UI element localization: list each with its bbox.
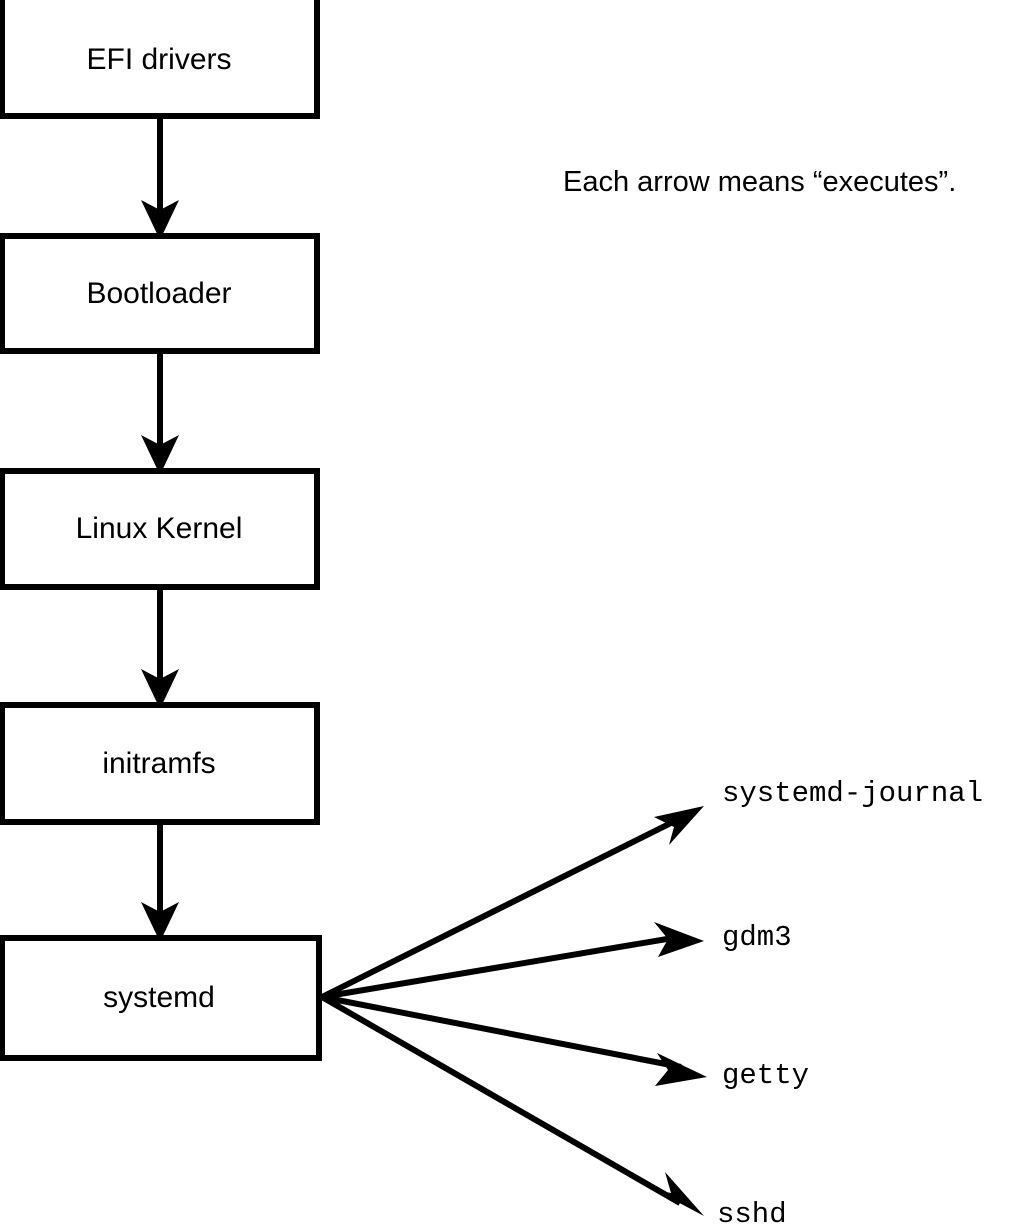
node-efi-drivers[interactable]: EFI drivers — [0, 0, 320, 119]
node-initramfs[interactable]: initramfs — [0, 702, 320, 825]
arrowhead-down-icon — [141, 435, 179, 475]
node-linux-kernel[interactable]: Linux Kernel — [0, 468, 320, 590]
fanout-arrow-getty — [321, 994, 707, 1086]
arrowhead-icon — [655, 1053, 707, 1086]
node-label-efi-drivers: EFI drivers — [86, 43, 231, 76]
fanout-arrow-sshd — [320, 994, 704, 1216]
node-label-bootloader: Bootloader — [86, 277, 231, 310]
connector-initramfs-to-systemd — [141, 822, 179, 942]
fanout-arrow-gdm3 — [321, 922, 704, 1000]
leaf-label-getty: getty — [722, 1059, 809, 1092]
node-label-systemd: systemd — [103, 981, 215, 1014]
node-bootloader[interactable]: Bootloader — [0, 233, 320, 354]
fanout-labels: systemd-journal gdm3 getty sshd — [717, 777, 983, 1230]
arrowhead-icon — [654, 806, 704, 845]
systemd-fanout-arrows — [320, 806, 707, 1216]
arrowhead-icon — [654, 922, 704, 957]
arrowhead-icon — [655, 1172, 704, 1216]
node-systemd[interactable]: systemd — [0, 935, 322, 1061]
fanout-arrow-systemd-journal — [320, 806, 704, 1000]
node-label-linux-kernel: Linux Kernel — [76, 512, 243, 545]
arrowhead-down-icon — [141, 200, 179, 240]
connector-efi-to-bootloader — [141, 116, 179, 240]
leaf-label-sshd: sshd — [717, 1198, 787, 1230]
leaf-label-systemd-journal: systemd-journal — [722, 777, 983, 810]
chain-boxes: EFI drivers Bootloader Linux Kernel init… — [0, 0, 322, 1061]
arrowhead-down-icon — [141, 902, 179, 942]
node-label-initramfs: initramfs — [102, 747, 215, 780]
leaf-label-gdm3: gdm3 — [722, 921, 792, 954]
arrowhead-down-icon — [141, 669, 179, 709]
connector-kernel-to-initramfs — [141, 587, 179, 709]
chain-connectors — [141, 116, 179, 942]
diagram-caption: Each arrow means “executes”. — [563, 166, 956, 198]
connector-bootloader-to-kernel — [141, 351, 179, 475]
